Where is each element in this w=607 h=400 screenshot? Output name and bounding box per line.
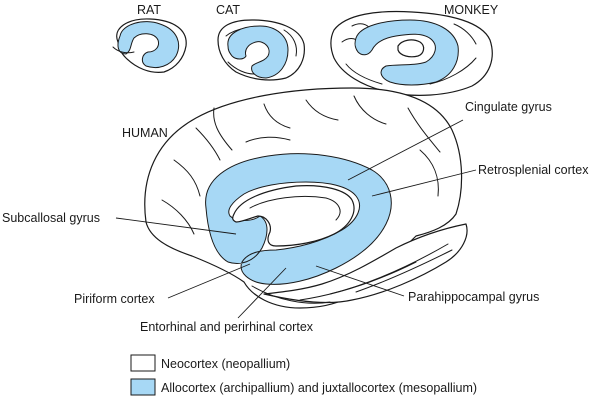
human-cerebellum [263,223,468,304]
human-sulcus [245,136,291,143]
human-label: HUMAN [122,126,168,140]
human-cerebellum-fold [299,261,417,301]
human-sulcus [263,103,291,129]
subcallosal-gyrus-label: Subcallosal gyrus [2,211,100,225]
retrosplenial-cortex-leader [371,169,477,197]
retrosplenial-cortex-label: Retrosplenial cortex [478,163,589,177]
entorhinal-perirhinal-leader [237,267,287,319]
piriform-cortex-label: Piriform cortex [74,292,155,306]
leader-lines [115,119,477,319]
human-sulcus [173,159,201,197]
subcallosal-gyrus-leader [115,217,237,235]
parahippocampal-gyrus-leader [315,265,405,297]
monkey-sulcus [453,23,477,45]
cat-sulcus [283,29,297,57]
human-callosal-space [232,185,355,247]
parahippocampal-gyrus-label: Parahippocampal gyrus [408,290,539,304]
cat-label: CAT [216,3,240,17]
monkey-sulcus [345,63,383,85]
monkey-allocortex-region [354,19,459,86]
legend: Neocortex (neopallium) Allocortex (archi… [130,354,477,396]
monkey-label: MONKEY [444,3,499,17]
cingulate-gyrus-label: Cingulate gyrus [465,100,552,114]
region-labels: Cingulate gyrus Retrosplenial cortex Sub… [2,100,589,334]
cat-allocortex-region [227,25,289,79]
human-brainstem-edge [251,285,331,304]
human-sulcus [419,149,439,197]
rat-brain: RAT [112,3,187,73]
human-cerebellum-fold [355,249,453,293]
legend-allocortex-swatch [130,378,156,396]
human-sulcus [407,107,441,153]
cat-sulcus [227,61,255,75]
human-sulcus [213,107,233,151]
rat-brain-edge [112,46,135,54]
rat-allocortex-region [117,21,180,69]
rat-label: RAT [137,3,161,17]
piriform-cortex-leader [167,263,251,299]
monkey-central-gap [397,39,425,58]
human-sulcus [195,127,221,161]
monkey-brain: MONKEY [330,3,499,96]
legend-allocortex-label: Allocortex (archipallium) and juxtalloco… [161,381,477,395]
human-sulcus [161,199,195,235]
human-sulcus [305,99,339,121]
legend-neocortex-swatch [130,354,156,372]
entorhinal-perirhinal-label: Entorhinal and perirhinal cortex [140,320,314,334]
cat-brain: CAT [216,3,305,81]
human-brain: HUMAN [122,87,468,309]
legend-neocortex-label: Neocortex (neopallium) [161,357,290,371]
human-sulcus [353,95,387,125]
human-callosal-inner-line [249,195,341,221]
cingulate-gyrus-leader [347,119,464,181]
